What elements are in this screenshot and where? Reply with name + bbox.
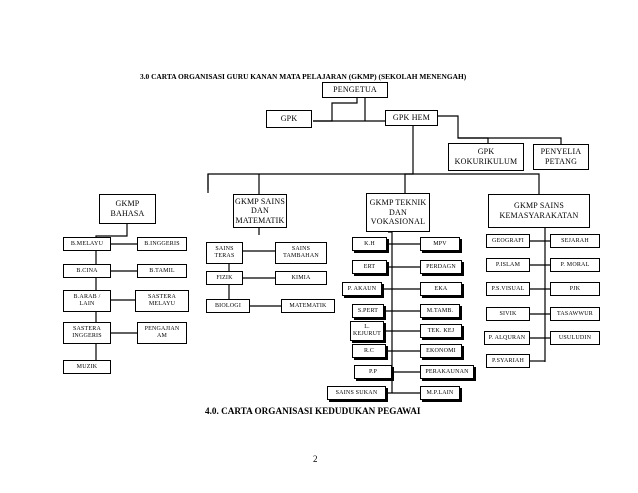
subject-matematik: MATEMATIK [281, 299, 335, 313]
node-gkmp-bahasa: GKMP BAHASA [99, 194, 156, 224]
subject-mp-lain: M.P.LAIN [420, 386, 460, 400]
subject-sastera-inggeris: SASTERA INGGERIS [63, 322, 111, 344]
node-gpk-kokurikulum: GPK KOKURIKULUM [448, 143, 524, 171]
page-number: 2 [313, 454, 318, 464]
subject-pp: P.P [354, 365, 392, 379]
subject-ert: ERT [352, 260, 387, 274]
subject-kh: K.H [352, 237, 387, 251]
main-chart-title: 3.0 CARTA ORGANISASI GURU KANAN MATA PEL… [140, 72, 467, 81]
subject-p-islam: P.ISLAM [486, 258, 530, 272]
subject-sastera-melayu: SASTERA MELAYU [135, 290, 189, 312]
subject-eka: EKA [420, 282, 462, 296]
subject-geografi: GEOGRAFI [486, 234, 530, 248]
node-gpk-hem: GPK HEM [385, 110, 438, 126]
subject-pengajian-am: PENGAJIAN AM [137, 322, 187, 344]
subject-l-kejurut: L. KEJURUT [350, 321, 384, 341]
secondary-chart-title: 4.0. CARTA ORGANISASI KEDUDUKAN PEGAWAI [205, 406, 421, 416]
subject-p-s-visual: P.S.VISUAL [486, 282, 530, 296]
node-gpk: GPK [266, 110, 312, 128]
subject-mpv: MPV [420, 237, 460, 251]
subject-perdagangan: PERDAGN [420, 260, 462, 274]
subject-p-moral: P. MORAL [550, 258, 600, 272]
subject-b-arab-lain: B.ARAB / LAIN [63, 290, 111, 312]
subject-ekonomi: EKONOMI [420, 344, 462, 358]
subject-biologi: BIOLOGI [206, 299, 250, 313]
subject-sejarah: SEJARAH [550, 234, 600, 248]
subject-b-melayu: B.MELAYU [63, 237, 111, 251]
subject-sains-teras: SAINS TERAS [206, 242, 243, 264]
subject-tasawwur: TASAWWUR [550, 307, 600, 321]
subject-tek-kej: TEK. KEJ [420, 324, 462, 338]
subject-b-tamil: B.TAMIL [137, 264, 187, 278]
subject-kimia: KIMIA [275, 271, 327, 285]
node-penyelia-petang: PENYELIA PETANG [533, 144, 589, 170]
node-gkmp-sains-matematik: GKMP SAINS DAN MATEMATIK [233, 194, 287, 228]
subject-b-cina: B.CINA [63, 264, 111, 278]
subject-b-inggeris: B.INGGERIS [137, 237, 187, 251]
node-gkmp-teknik-vokasional: GKMP TEKNIK DAN VOKASIONAL [366, 193, 430, 232]
subject-fizik: FIZIK [206, 271, 243, 285]
node-gkmp-sains-kemasyarakatan: GKMP SAINS KEMASYARAKATAN [488, 194, 590, 228]
subject-sains-sukan: SAINS SUKAN [327, 386, 386, 400]
node-pengetua: PENGETUA [322, 82, 388, 98]
subject-p-syariah: P.SYARIAH [486, 354, 530, 368]
subject-pjk: PJK [550, 282, 600, 296]
subject-sivik: SIVIK [486, 307, 530, 321]
subject-s-pert: S.PERT [352, 304, 384, 318]
subject-rc: R.C [352, 344, 386, 358]
subject-m-tamb: M.TAMB. [420, 304, 460, 318]
subject-muzik: MUZIK [63, 360, 111, 374]
subject-p-alquran: P. ALQURAN [484, 331, 530, 345]
subject-sains-tambahan: SAINS TAMBAHAN [275, 242, 327, 264]
subject-p-akaun: P. AKAUN [342, 282, 382, 296]
subject-perakaunan: PERAKAUNAN [420, 365, 474, 379]
subject-usuludin: USULUDIN [550, 331, 600, 345]
